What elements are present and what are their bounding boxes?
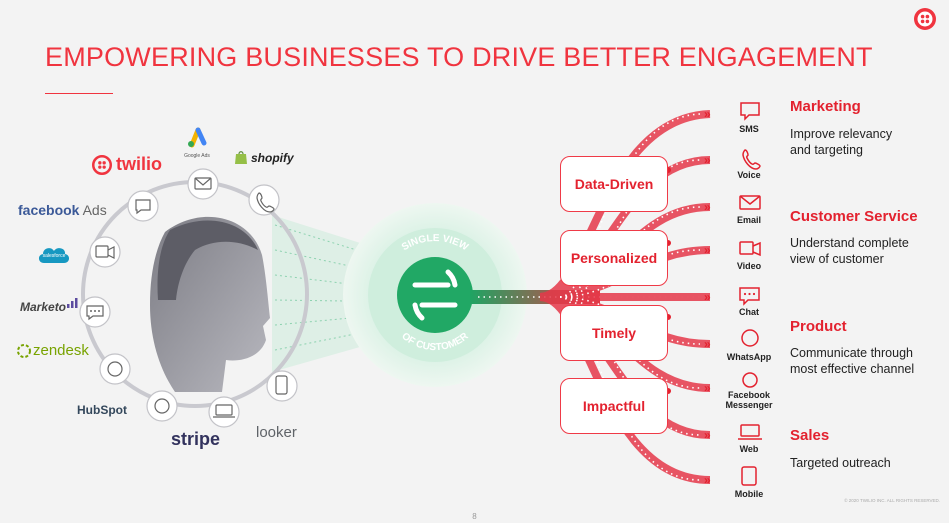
- svg-text:»: »: [704, 428, 711, 442]
- section-body-sales: Targeted outreach: [790, 455, 940, 471]
- twilio-logo-icon: [92, 155, 112, 175]
- channel-label-voice: Voice: [719, 170, 779, 180]
- twilio-label: twilio: [116, 154, 162, 175]
- zendesk-label: zendesk: [33, 342, 89, 359]
- google-ads-label: Google Ads: [180, 153, 214, 159]
- copyright-notice: © 2020 TWILIO INC. ALL RIGHTS RESERVED.: [825, 498, 940, 504]
- google-ads-brand: Google Ads: [180, 126, 214, 159]
- marketo-label: Marketo: [20, 300, 66, 314]
- svg-text:»: »: [704, 243, 711, 257]
- channel-label-video: Video: [719, 261, 779, 271]
- video-icon: [740, 242, 753, 254]
- mobile-icon: [742, 467, 756, 485]
- messenger-icon: [743, 373, 757, 387]
- facebook-ads-brand: facebook Ads: [18, 202, 107, 218]
- salesforce-label: salesforce: [36, 253, 72, 259]
- channel-label-messenger: Facebook Messenger: [719, 390, 779, 410]
- svg-text:»: »: [704, 107, 711, 121]
- zendesk-logo-icon: [16, 343, 32, 359]
- channel-label-sms: SMS: [719, 124, 779, 134]
- hubspot-label: HubSpot: [77, 403, 127, 417]
- channel-label-email: Email: [719, 215, 779, 225]
- twilio-brand: twilio: [92, 154, 162, 175]
- svg-text:»: »: [704, 200, 711, 214]
- pill-impactful: Impactful: [560, 378, 668, 434]
- stripe-label: stripe: [171, 429, 220, 449]
- customer-face: [150, 217, 270, 392]
- salesforce-brand: salesforce: [36, 243, 72, 267]
- marketo-bars-icon: [66, 298, 78, 308]
- section-heading-customer-service: Customer Service: [790, 208, 918, 225]
- svg-text:»: »: [704, 290, 711, 304]
- svg-text:»: »: [704, 153, 711, 167]
- shopify-label: shopify: [251, 151, 294, 165]
- section-body-customer-service: Understand complete view of customer: [790, 235, 920, 267]
- chevrons: » » » » » » » » »: [704, 107, 711, 487]
- looker-brand: looker: [256, 424, 297, 442]
- chat-icon: [740, 288, 759, 304]
- whatsapp-icon: [742, 330, 758, 346]
- channel-label-web: Web: [719, 444, 779, 454]
- email-icon: [740, 196, 760, 204]
- channel-label-chat: Chat: [719, 307, 779, 317]
- section-heading-product: Product: [790, 318, 847, 335]
- google-ads-logo-icon: [186, 126, 208, 148]
- pill-timely: Timely: [560, 305, 668, 361]
- looker-label: looker: [256, 424, 297, 441]
- sms-icon: [741, 103, 759, 119]
- shopify-brand: shopify: [234, 150, 294, 165]
- zendesk-brand: zendesk: [16, 342, 89, 359]
- channel-label-mobile: Mobile: [719, 489, 779, 499]
- page-number: 8: [0, 512, 949, 521]
- ads-label: Ads: [83, 202, 107, 218]
- phone-icon: [743, 150, 760, 169]
- stripe-brand: stripe: [171, 429, 220, 450]
- svg-text:»: »: [704, 337, 711, 351]
- section-heading-marketing: Marketing: [790, 98, 861, 115]
- pill-personalized: Personalized: [560, 230, 668, 286]
- svg-text:»: »: [704, 473, 711, 487]
- section-body-marketing: Improve relevancy and targeting: [790, 126, 915, 158]
- marketo-brand: Marketo: [20, 298, 78, 314]
- pill-data-driven: Data-Driven: [560, 156, 668, 212]
- facebook-label: facebook: [18, 202, 79, 218]
- channel-label-whatsapp: WhatsApp: [719, 352, 779, 362]
- section-heading-sales: Sales: [790, 427, 829, 444]
- shopify-bag-icon: [234, 150, 248, 165]
- video-icon: [753, 243, 760, 255]
- laptop-icon: [741, 425, 759, 436]
- section-body-product: Communicate through most effective chann…: [790, 345, 940, 377]
- svg-text:»: »: [704, 381, 711, 395]
- hubspot-brand: HubSpot: [77, 401, 127, 419]
